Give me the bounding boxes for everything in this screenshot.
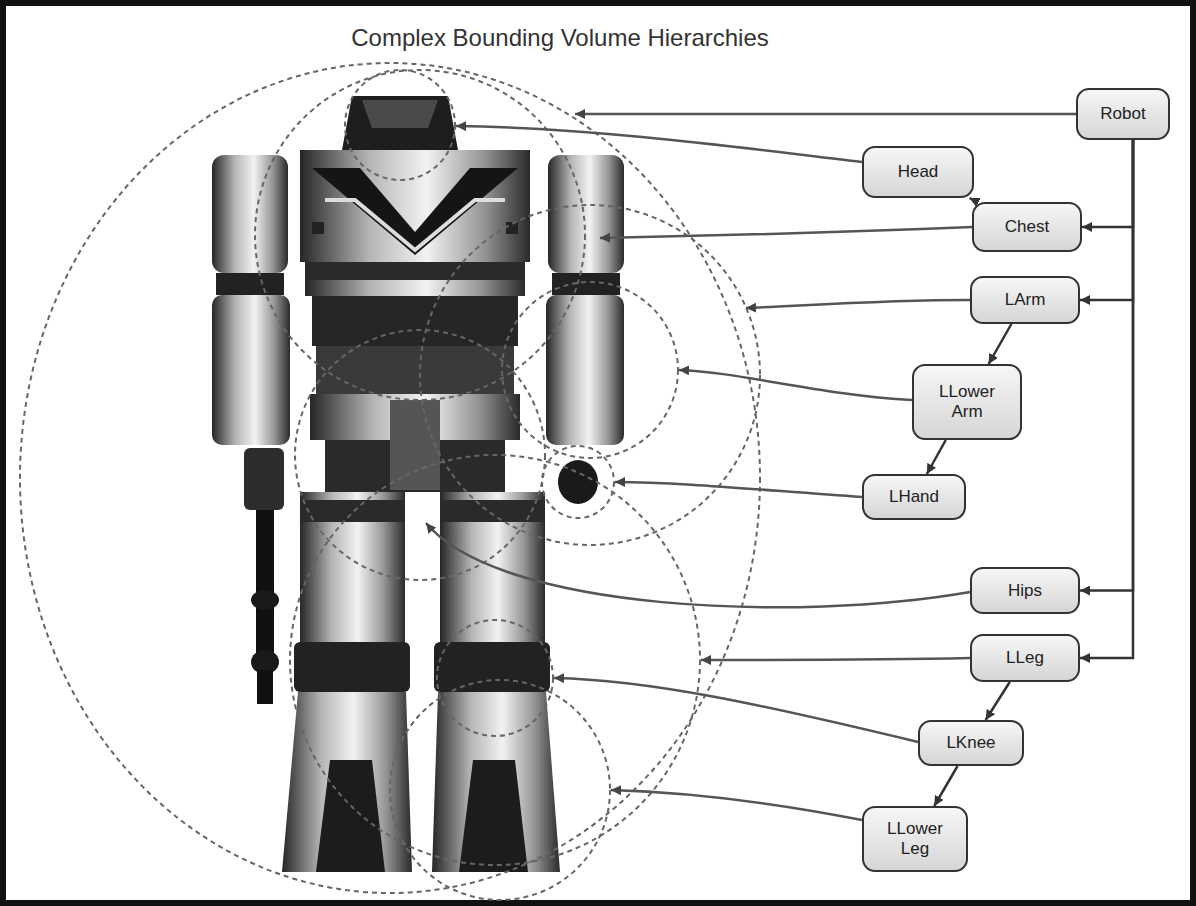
- hierarchy-box: LKnee: [918, 720, 1024, 766]
- chest-stripe: [325, 200, 505, 250]
- robot-elbow: [216, 273, 284, 295]
- node-label: Robot: [1100, 104, 1145, 124]
- leader-line: [426, 523, 970, 607]
- robot-club: [251, 590, 279, 610]
- leader-line: [701, 658, 970, 660]
- hierarchy-box: LLower Arm: [912, 364, 1022, 440]
- shin-plate: [459, 760, 528, 872]
- background-panel: [6, 6, 1190, 900]
- hierarchy-box: LLower Leg: [862, 806, 968, 872]
- robot-thigh: [300, 492, 405, 642]
- node-label: LLower Arm: [932, 382, 1002, 421]
- chest-band: [305, 280, 525, 296]
- bounding-circle: [290, 455, 700, 865]
- leader-line: [575, 113, 1076, 116]
- robot-chest: [300, 150, 530, 262]
- robot-club: [256, 510, 274, 660]
- bounding-circle: [345, 70, 455, 180]
- chest-band: [305, 262, 525, 280]
- bounding-circle: [390, 680, 610, 900]
- chest-stripe: [312, 168, 518, 255]
- bounding-circle: [420, 205, 760, 545]
- bounding-circle: [20, 63, 760, 893]
- leader-line: [746, 300, 970, 308]
- connectors: [927, 140, 1133, 806]
- node-label: LKnee: [946, 733, 995, 753]
- robot-visor: [362, 100, 438, 128]
- robot-shin: [282, 692, 412, 872]
- hierarchy-box: Robot: [1076, 88, 1170, 140]
- leader-line: [611, 790, 862, 820]
- node-label: Head: [898, 162, 939, 182]
- tree-connector: [927, 440, 946, 474]
- shin-plate: [316, 760, 385, 872]
- tree-connector: [1080, 140, 1133, 658]
- tree-connector: [989, 324, 1012, 364]
- diagram-title: Complex Bounding Volume Hierarchies: [280, 24, 840, 52]
- robot-upper-arm: [546, 295, 624, 445]
- robot-figure: [212, 96, 624, 872]
- thigh-band: [300, 500, 405, 522]
- robot-forearm: [244, 448, 284, 510]
- thigh-band: [440, 500, 545, 522]
- node-label: LLower Leg: [880, 819, 950, 858]
- tree-connector: [970, 198, 978, 202]
- leader-line: [679, 370, 912, 400]
- hierarchy-box: Head: [862, 146, 974, 198]
- robot-knee: [294, 642, 410, 692]
- hierarchy-box: LHand: [862, 474, 966, 520]
- leader-line: [554, 678, 918, 742]
- chest-bolt: [312, 222, 324, 234]
- bounding-circle: [255, 70, 585, 400]
- tree-connector: [934, 766, 957, 806]
- node-label: Chest: [1005, 217, 1049, 237]
- robot-head: [342, 96, 458, 150]
- robot-pelvis: [390, 400, 440, 490]
- robot-upper-arm: [212, 295, 290, 445]
- robot-shin: [432, 692, 560, 872]
- hierarchy-box: LLeg: [970, 634, 1080, 682]
- leader-line: [456, 126, 862, 162]
- hierarchy-box: LArm: [970, 276, 1080, 324]
- hierarchy-box: Chest: [972, 202, 1082, 252]
- bounding-circle: [542, 446, 614, 518]
- node-label: Hips: [1008, 581, 1042, 601]
- robot-shoulder: [548, 155, 624, 273]
- tree-connector: [1080, 140, 1133, 300]
- robot-shoulder: [212, 155, 288, 273]
- hierarchy-box: Hips: [970, 567, 1080, 614]
- leader-line: [615, 482, 862, 497]
- chest-bolt: [506, 222, 518, 234]
- node-label: LHand: [889, 487, 939, 507]
- node-label: LLeg: [1006, 648, 1044, 668]
- tree-connector: [986, 682, 1010, 720]
- tree-connector: [1082, 140, 1133, 227]
- node-label: LArm: [1005, 290, 1046, 310]
- tree-connector: [1080, 140, 1133, 591]
- robot-club: [257, 670, 273, 704]
- bounding-circle: [502, 282, 678, 458]
- chest-band: [312, 296, 518, 346]
- bounding-circle: [437, 620, 553, 736]
- bounding-circle: [295, 330, 545, 580]
- leader-line: [600, 227, 972, 238]
